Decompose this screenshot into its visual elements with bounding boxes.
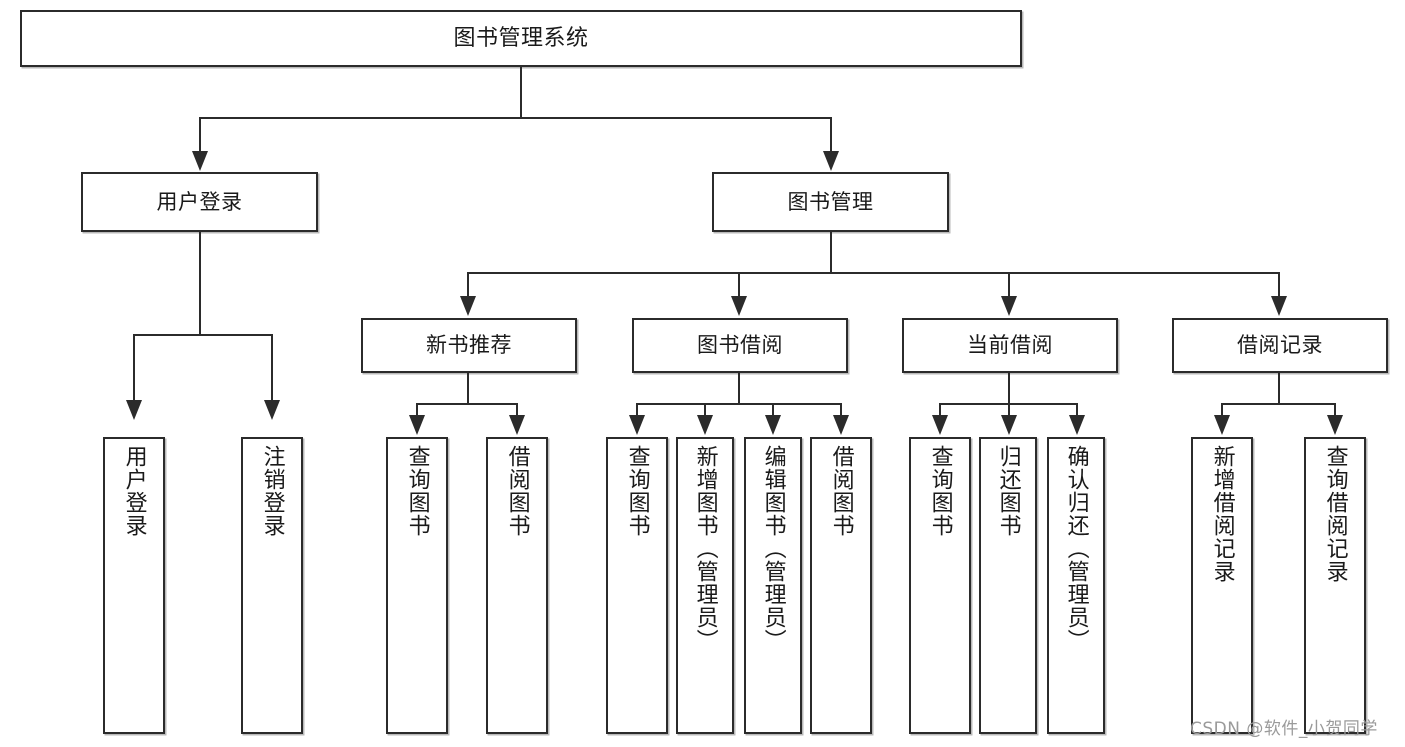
- connector-to-leaf-query-book-2: [636, 403, 638, 419]
- node-leaf-user-logout-label: 注销登录: [259, 445, 285, 537]
- arrowhead-leaf-edit-book: [765, 415, 781, 435]
- node-new-book-recommend-label: 新书推荐: [426, 333, 512, 358]
- node-leaf-query-record-label: 查询借阅记录: [1322, 445, 1348, 583]
- connector-to-user-login: [199, 117, 201, 155]
- arrowhead-book-borrow: [731, 296, 747, 316]
- connector-to-leaf-add-record: [1221, 403, 1223, 419]
- connector-current-borrow-stem: [1008, 373, 1010, 404]
- node-book-manage-label: 图书管理: [787, 189, 874, 214]
- connector-level3-bus: [468, 272, 1280, 274]
- node-leaf-add-book-label: 新增图书（管理员）: [692, 445, 718, 652]
- connector-borrow-record-bus: [1222, 403, 1335, 405]
- node-book-borrow-label: 图书借阅: [697, 333, 783, 358]
- node-user-login[interactable]: 用户登录: [81, 172, 318, 232]
- connector-to-leaf-borrow-book-1: [516, 403, 518, 419]
- watermark-text: CSDN @软件_小贺同学: [1190, 719, 1378, 739]
- node-leaf-return-book[interactable]: 归还图书: [979, 437, 1037, 734]
- node-leaf-edit-book-label: 编辑图书（管理员）: [760, 445, 786, 652]
- node-leaf-query-book-3-label: 查询图书: [927, 445, 953, 537]
- node-leaf-add-record-label: 新增借阅记录: [1209, 445, 1235, 583]
- node-borrow-record[interactable]: 借阅记录: [1172, 318, 1388, 373]
- arrowhead-leaf-return-book: [1001, 415, 1017, 435]
- node-leaf-return-book-label: 归还图书: [995, 445, 1021, 537]
- node-book-manage[interactable]: 图书管理: [712, 172, 949, 232]
- node-current-borrow-label: 当前借阅: [967, 333, 1053, 358]
- node-user-login-label: 用户登录: [156, 189, 243, 214]
- node-leaf-add-record[interactable]: 新增借阅记录: [1191, 437, 1253, 734]
- arrowhead-leaf-add-book: [697, 415, 713, 435]
- connector-to-book-manage: [830, 117, 832, 155]
- node-root-label: 图书管理系统: [453, 25, 589, 51]
- arrowhead-leaf-user-login: [126, 400, 142, 420]
- connector-level2-bus: [200, 117, 832, 119]
- node-leaf-query-book-3[interactable]: 查询图书: [909, 437, 971, 734]
- connector-to-leaf-confirm-return: [1076, 403, 1078, 419]
- connector-to-leaf-edit-book: [772, 403, 774, 419]
- node-borrow-record-label: 借阅记录: [1237, 333, 1323, 358]
- node-leaf-query-book-2-label: 查询图书: [624, 445, 650, 537]
- arrowhead-borrow-record: [1271, 296, 1287, 316]
- connector-user-login-bus: [134, 334, 273, 336]
- node-leaf-user-login[interactable]: 用户登录: [103, 437, 165, 734]
- connector-to-borrow-record: [1278, 272, 1280, 298]
- connector-new-book-recommend-bus: [417, 403, 518, 405]
- node-root[interactable]: 图书管理系统: [20, 10, 1022, 67]
- node-leaf-query-book-1[interactable]: 查询图书: [386, 437, 448, 734]
- node-current-borrow[interactable]: 当前借阅: [902, 318, 1118, 373]
- arrowhead-leaf-borrow-book-2: [833, 415, 849, 435]
- connector-to-leaf-query-record: [1334, 403, 1336, 419]
- node-leaf-confirm-return-label: 确认归还（管理员）: [1063, 445, 1089, 652]
- node-leaf-query-record[interactable]: 查询借阅记录: [1304, 437, 1366, 734]
- node-leaf-borrow-book-1[interactable]: 借阅图书: [486, 437, 548, 734]
- arrowhead-book-manage: [823, 151, 839, 171]
- connector-to-new-book-recommend: [467, 272, 469, 298]
- arrowhead-leaf-confirm-return: [1069, 415, 1085, 435]
- arrowhead-leaf-add-record: [1214, 415, 1230, 435]
- connector-to-current-borrow: [1008, 272, 1010, 298]
- connector-book-borrow-stem: [738, 373, 740, 404]
- connector-to-leaf-borrow-book-2: [840, 403, 842, 419]
- arrowhead-leaf-query-book-2: [629, 415, 645, 435]
- node-leaf-add-book[interactable]: 新增图书（管理员）: [676, 437, 734, 734]
- node-leaf-user-logout[interactable]: 注销登录: [241, 437, 303, 734]
- node-new-book-recommend[interactable]: 新书推荐: [361, 318, 577, 373]
- connector-to-leaf-user-logout: [271, 334, 273, 404]
- arrowhead-leaf-user-logout: [264, 400, 280, 420]
- arrowhead-new-book-recommend: [460, 296, 476, 316]
- arrowhead-leaf-borrow-book-1: [509, 415, 525, 435]
- connector-to-leaf-return-book: [1008, 403, 1010, 419]
- node-leaf-query-book-2[interactable]: 查询图书: [606, 437, 668, 734]
- node-leaf-confirm-return[interactable]: 确认归还（管理员）: [1047, 437, 1105, 734]
- arrowhead-leaf-query-record: [1327, 415, 1343, 435]
- node-leaf-borrow-book-2[interactable]: 借阅图书: [810, 437, 872, 734]
- node-leaf-borrow-book-1-label: 借阅图书: [504, 445, 530, 537]
- connector-to-leaf-user-login: [133, 334, 135, 404]
- connector-new-book-recommend-stem: [467, 373, 469, 404]
- connector-to-leaf-query-book-3: [939, 403, 941, 419]
- node-leaf-edit-book[interactable]: 编辑图书（管理员）: [744, 437, 802, 734]
- connector-to-leaf-add-book: [704, 403, 706, 419]
- node-book-borrow[interactable]: 图书借阅: [632, 318, 848, 373]
- arrowhead-user-login: [192, 151, 208, 171]
- connector-user-login-stem: [199, 232, 201, 335]
- node-leaf-user-login-label: 用户登录: [121, 445, 147, 537]
- connector-root-stem: [520, 67, 522, 118]
- connector-book-manage-stem: [830, 232, 832, 273]
- connector-book-borrow-bus: [637, 403, 841, 405]
- node-leaf-borrow-book-2-label: 借阅图书: [828, 445, 854, 537]
- connector-to-leaf-query-book-1: [416, 403, 418, 419]
- node-leaf-query-book-1-label: 查询图书: [404, 445, 430, 537]
- arrowhead-current-borrow: [1001, 296, 1017, 316]
- connector-borrow-record-stem: [1278, 373, 1280, 404]
- arrowhead-leaf-query-book-3: [932, 415, 948, 435]
- arrowhead-leaf-query-book-1: [409, 415, 425, 435]
- connector-to-book-borrow: [738, 272, 740, 298]
